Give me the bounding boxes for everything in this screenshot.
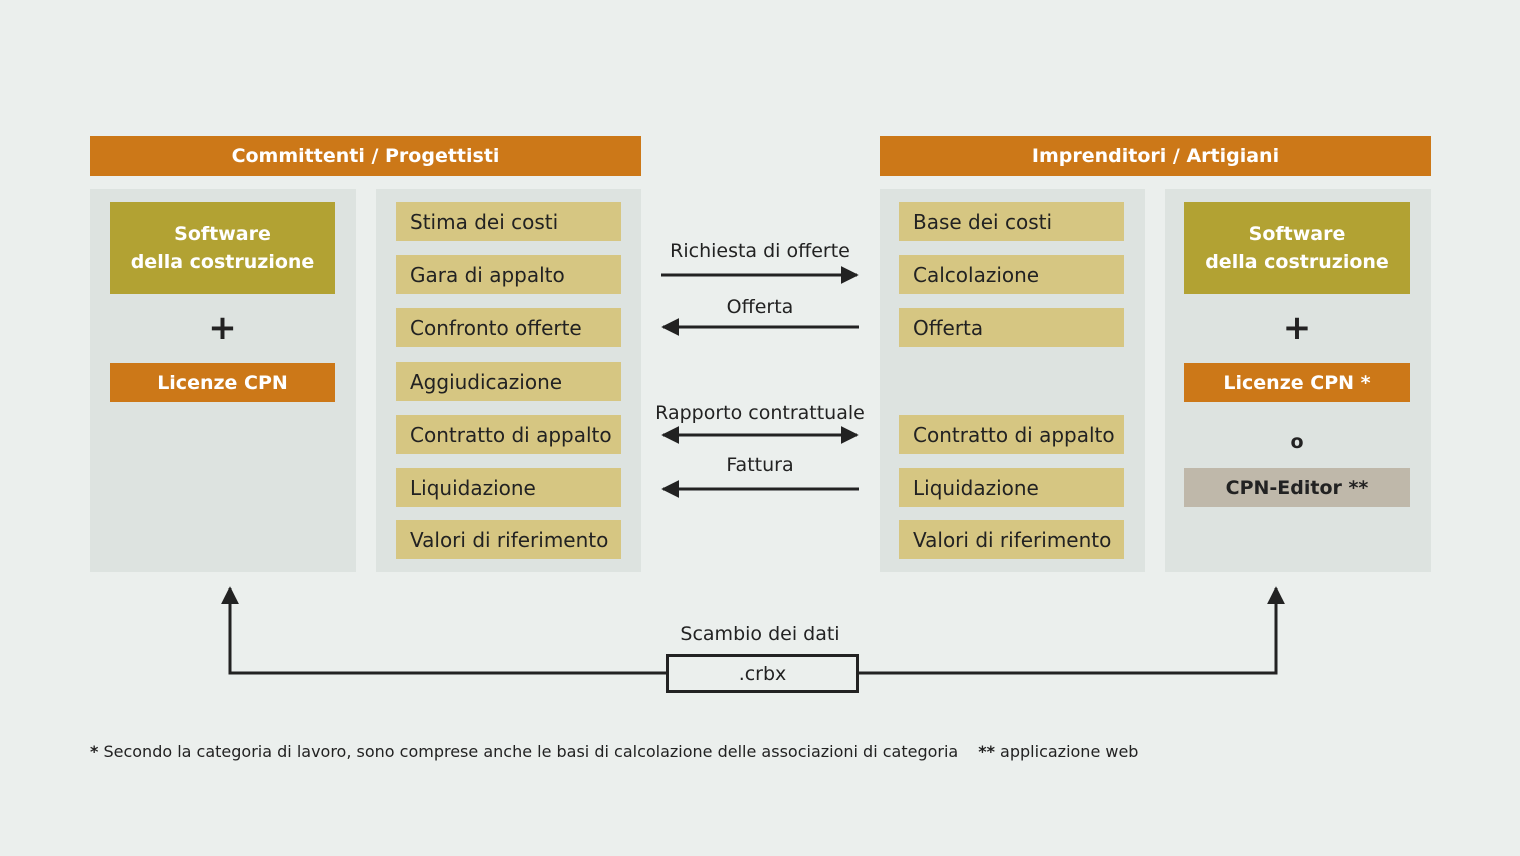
or-label: o <box>1290 431 1304 453</box>
right-software-line1: Software <box>1248 223 1346 245</box>
left-plus-sign: + <box>208 308 237 348</box>
right-step: Contratto di appalto <box>899 415 1124 454</box>
left-step: Liquidazione <box>396 468 621 507</box>
footnote: * Secondo la categoria di lavoro, sono c… <box>90 742 1138 761</box>
data-exchange-label: Scambio dei dati <box>680 623 840 645</box>
header-committenti: Committenti / Progettisti <box>90 136 641 176</box>
exchange-label-request: Richiesta di offerte <box>670 240 850 262</box>
right-steps-panel <box>880 189 1145 572</box>
left-step: Valori di riferimento <box>396 520 621 559</box>
right-step: Liquidazione <box>899 468 1124 507</box>
cpn-editor-box: CPN-Editor ** <box>1184 468 1410 507</box>
left-software-line1: Software <box>174 223 271 245</box>
exchange-label-offer: Offerta <box>726 296 794 318</box>
left-step: Gara di appalto <box>396 255 621 294</box>
crbx-file-box: .crbx <box>666 654 859 693</box>
header-imprenditori: Imprenditori / Artigiani <box>880 136 1431 176</box>
footnote-star1-text: Secondo la categoria di lavoro, sono com… <box>98 742 959 761</box>
data-exchange-left-line <box>221 586 667 675</box>
right-plus-sign: + <box>1282 308 1312 348</box>
left-software-line2: della costruzione <box>130 251 315 273</box>
left-step: Contratto di appalto <box>396 415 621 454</box>
footnote-star2-marker: ** <box>978 742 995 761</box>
left-step: Stima dei costi <box>396 202 621 241</box>
exchange-label-contract: Rapporto contrattuale <box>655 402 865 424</box>
right-step: Calcolazione <box>899 255 1124 294</box>
data-exchange-right-line <box>858 586 1285 675</box>
right-step: Valori di riferimento <box>899 520 1124 559</box>
right-step: Base dei costi <box>899 202 1124 241</box>
footnote-star2-text: applicazione web <box>994 742 1139 761</box>
right-software-box: Software della costruzione <box>1184 202 1410 294</box>
right-software-line2: della costruzione <box>1205 251 1389 273</box>
left-license-box: Licenze CPN <box>110 363 335 402</box>
left-step: Aggiudicazione <box>396 362 621 401</box>
left-software-box: Software della costruzione <box>110 202 335 294</box>
left-step: Confronto offerte <box>396 308 621 347</box>
exchange-label-invoice: Fattura <box>726 454 794 476</box>
footnote-star1-marker: * <box>90 742 99 761</box>
right-step: Offerta <box>899 308 1124 347</box>
right-license-box: Licenze CPN * <box>1184 363 1410 402</box>
